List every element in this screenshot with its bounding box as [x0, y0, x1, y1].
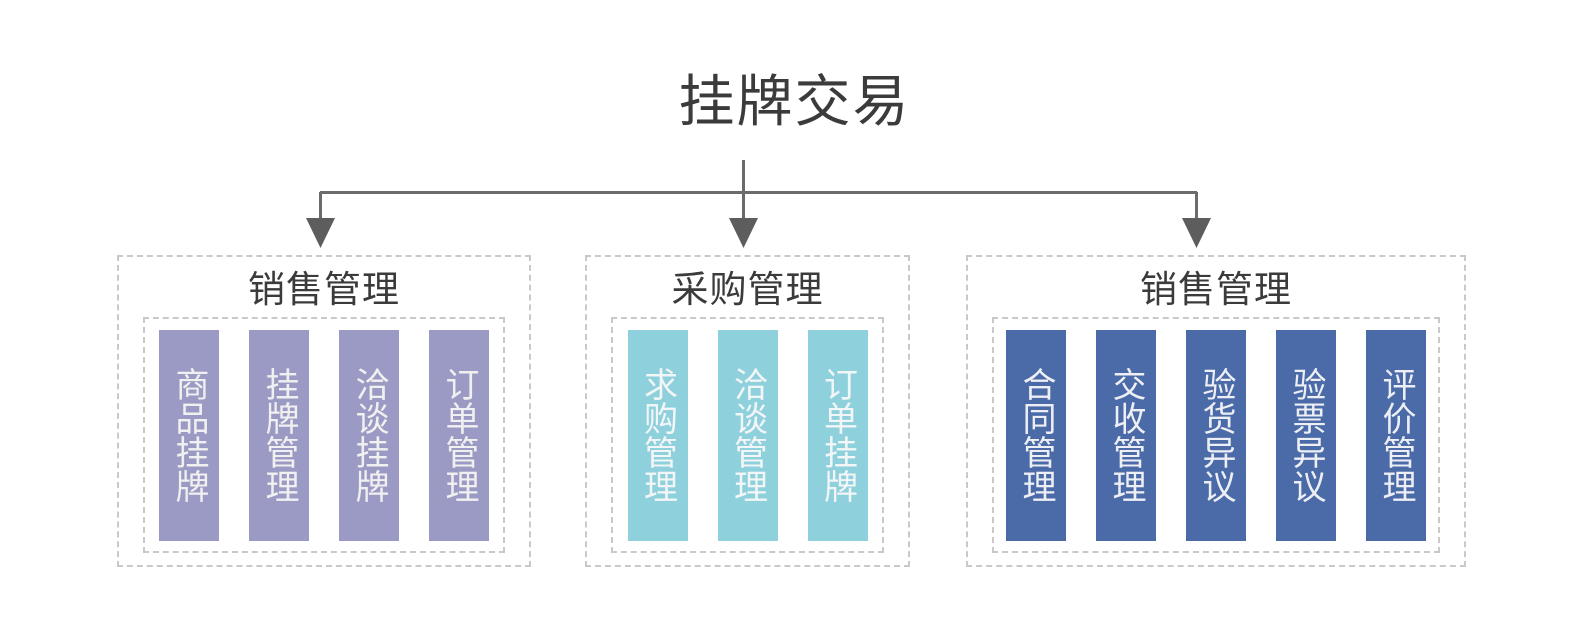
chip-label: 订单挂牌: [818, 367, 857, 503]
chip-label: 求购管理: [638, 367, 677, 503]
group-inner-frame: 商品挂牌 挂牌管理 洽谈挂牌 订单管理: [143, 317, 505, 553]
group-title: 采购管理: [671, 269, 824, 310]
chip-label: 洽谈挂牌: [350, 367, 388, 503]
chip-item[interactable]: 评价管理: [1366, 329, 1426, 541]
chip-item[interactable]: 商品挂牌: [159, 329, 219, 541]
group-sales-management-left: 销售管理 商品挂牌 挂牌管理 洽谈挂牌 订单管理: [117, 255, 531, 567]
chip-item[interactable]: 合同管理: [1006, 329, 1066, 541]
chip-item[interactable]: 验货异议: [1186, 329, 1246, 541]
group-purchase-management: 采购管理 求购管理 洽谈管理 订单挂牌: [585, 255, 910, 567]
group-inner-frame: 求购管理 洽谈管理 订单挂牌: [611, 317, 884, 553]
arrowhead-right: [1182, 218, 1211, 248]
chip-label: 验票异议: [1287, 367, 1325, 503]
chip-list: 合同管理 交收管理 验货异议 验票异议 评价管理: [1006, 329, 1426, 541]
chip-item[interactable]: 订单挂牌: [807, 329, 868, 541]
chip-label: 合同管理: [1017, 367, 1055, 503]
chip-item[interactable]: 交收管理: [1096, 329, 1156, 541]
chip-label: 验货异议: [1197, 367, 1235, 503]
chip-label: 商品挂牌: [170, 367, 208, 503]
page-title: 挂牌交易: [678, 70, 911, 133]
chip-label: 订单管理: [440, 367, 478, 503]
chip-item[interactable]: 验票异议: [1276, 329, 1336, 541]
group-title: 销售管理: [1140, 269, 1292, 310]
arrowhead-left: [306, 218, 335, 248]
group-inner-frame: 合同管理 交收管理 验货异议 验票异议 评价管理: [992, 317, 1440, 553]
group-title: 销售管理: [248, 269, 400, 310]
chip-item[interactable]: 挂牌管理: [249, 329, 309, 541]
chip-label: 挂牌管理: [260, 367, 298, 503]
group-sales-management-right: 销售管理 合同管理 交收管理 验货异议 验票异议 评价管理: [966, 255, 1466, 567]
chip-item[interactable]: 洽谈管理: [717, 329, 778, 541]
chip-item[interactable]: 洽谈挂牌: [339, 329, 399, 541]
chip-list: 求购管理 洽谈管理 订单挂牌: [627, 329, 868, 541]
chip-label: 洽谈管理: [728, 367, 767, 503]
chip-item[interactable]: 求购管理: [627, 329, 688, 541]
chip-label: 交收管理: [1107, 367, 1145, 503]
arrowhead-center: [729, 218, 758, 248]
chip-list: 商品挂牌 挂牌管理 洽谈挂牌 订单管理: [159, 329, 489, 541]
chip-item[interactable]: 订单管理: [429, 329, 489, 541]
chip-label: 评价管理: [1377, 367, 1415, 503]
